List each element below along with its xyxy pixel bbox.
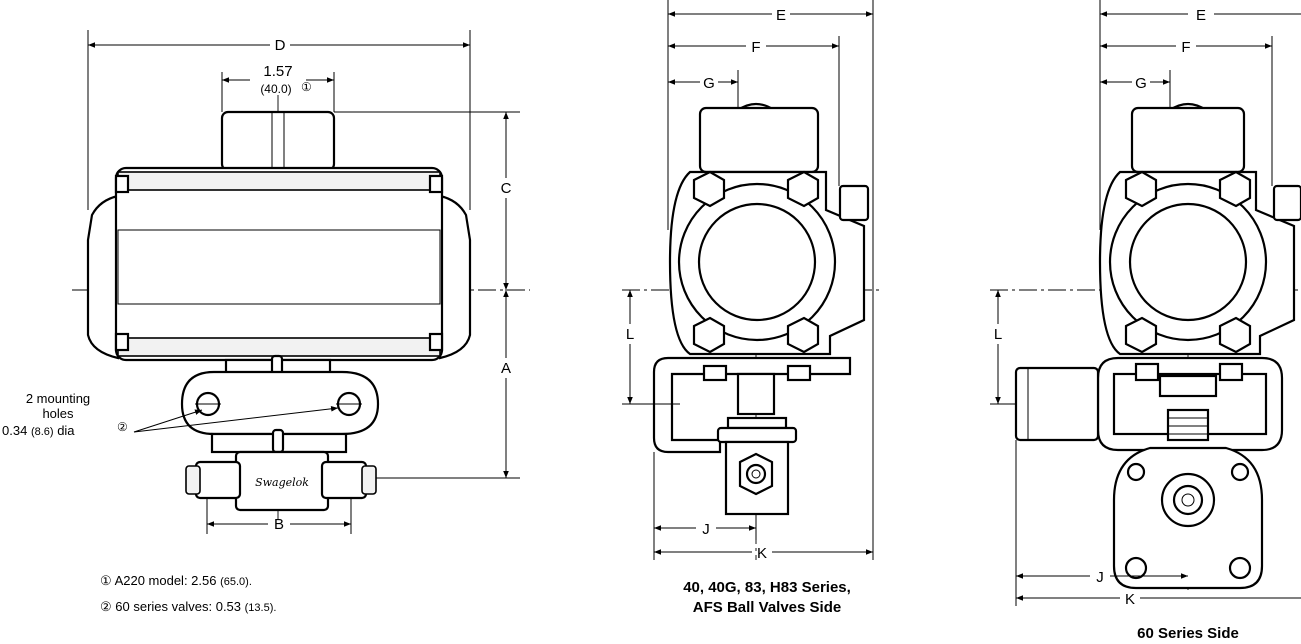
dim-label-K: K [1125, 591, 1135, 608]
dim-label-E: E [776, 7, 786, 24]
bracket-nut [786, 364, 812, 382]
note-marker-1: ① [301, 80, 312, 94]
port-opening [1172, 484, 1204, 516]
leader-line [133, 406, 339, 433]
dim-label-D: D [275, 37, 286, 54]
actuator-top-block [220, 110, 336, 172]
dim-label-157-metric: (40.0) [260, 82, 291, 96]
side-view-60-series: E F G L J K 60 Series Side [990, 0, 1301, 642]
stem-coupling [1158, 374, 1218, 398]
dim-label-G: G [703, 75, 715, 92]
dim-label-C: C [501, 180, 512, 197]
note-marker-2: ② [117, 420, 128, 434]
hex-bolt [786, 170, 820, 208]
actuator-bottom-rib [117, 337, 441, 357]
side-connector [1272, 184, 1301, 222]
actuator-top-block [698, 106, 820, 174]
bracket-nut [1218, 362, 1244, 382]
leader-line [133, 409, 203, 433]
dim-label-J: J [1096, 569, 1104, 586]
caption-40-series-line2: AFS Ball Valves Side [693, 599, 841, 616]
left-tube-end [185, 465, 201, 495]
body-bolt [1228, 556, 1252, 580]
bracket-nut [702, 364, 728, 382]
body-bolt [1126, 462, 1146, 482]
stem-washer [726, 416, 788, 430]
hex-bolt [1124, 170, 1158, 208]
holes-size-metric: (8.6) [31, 426, 54, 438]
body-screw [114, 174, 130, 194]
holes-size-unit: dia [57, 423, 75, 438]
hex-bolt [1218, 170, 1252, 208]
dim-label-K: K [757, 545, 767, 562]
caption-40-series-line1: 40, 40G, 83, H83 Series, [683, 579, 851, 596]
caption-60-series: 60 Series Side [1137, 625, 1239, 642]
dim-label-F: F [751, 39, 760, 56]
dim-label-L: L [626, 326, 634, 343]
hex-bolt [1218, 316, 1252, 354]
body-screw [114, 332, 130, 352]
actuator-right-endcap [438, 194, 472, 360]
dim-label-L: L [994, 326, 1002, 343]
footnote-1: ① A220 model: 2.56 (65.0). [100, 573, 252, 588]
dim-label-G: G [1135, 75, 1147, 92]
dim-label-F: F [1181, 39, 1190, 56]
actuator-body [114, 166, 444, 362]
side-bracket [652, 356, 852, 454]
stem-spring [1166, 408, 1210, 442]
housing-window [1128, 202, 1248, 322]
right-tube-end [361, 465, 377, 495]
port-opening [745, 463, 767, 485]
holes-label-line3: 0.34 (8.6) dia [2, 423, 75, 438]
footnote-2: ② 60 series valves: 0.53 (13.5). [100, 599, 276, 614]
dim-label-B: B [274, 516, 284, 533]
side-connector [838, 184, 870, 222]
bracket-nut [1134, 362, 1160, 382]
actuator-top-block [1130, 106, 1246, 174]
right-fitting-nut [320, 460, 368, 500]
body-screw [428, 174, 444, 194]
actuator-top-rib [117, 171, 441, 191]
footnotes: ① A220 model: 2.56 (65.0). ② 60 series v… [100, 573, 276, 614]
dim-label-E: E [1196, 7, 1206, 24]
dim-label-157: 1.57 [263, 63, 292, 80]
dim-label-J: J [702, 521, 710, 538]
panel-nut [716, 426, 798, 444]
dim-label-A: A [501, 360, 511, 377]
brand-logo: Swagelok [255, 476, 309, 489]
body-bolt [1124, 556, 1148, 580]
side-view-40-series: E F G L J K 40, 40G, 83, H83 Series, AFS… [622, 0, 880, 616]
hex-bolt [692, 316, 726, 354]
body-bolt [1230, 462, 1250, 482]
hex-bolt [692, 170, 726, 208]
holes-size: 0.34 [2, 423, 27, 438]
hex-bolt [786, 316, 820, 354]
hex-bolt [1124, 316, 1158, 354]
front-view: Swagelok D 1.57 (40.0) ① C A B 2 mountin… [2, 30, 530, 614]
stem-coupling [736, 372, 776, 416]
holes-label-line1: 2 mounting [26, 391, 90, 406]
holes-label-line2: holes [42, 406, 74, 421]
housing-window [697, 202, 817, 322]
body-screw [428, 332, 444, 352]
actuator-left-endcap [86, 194, 120, 360]
left-fitting-nut [194, 460, 242, 500]
